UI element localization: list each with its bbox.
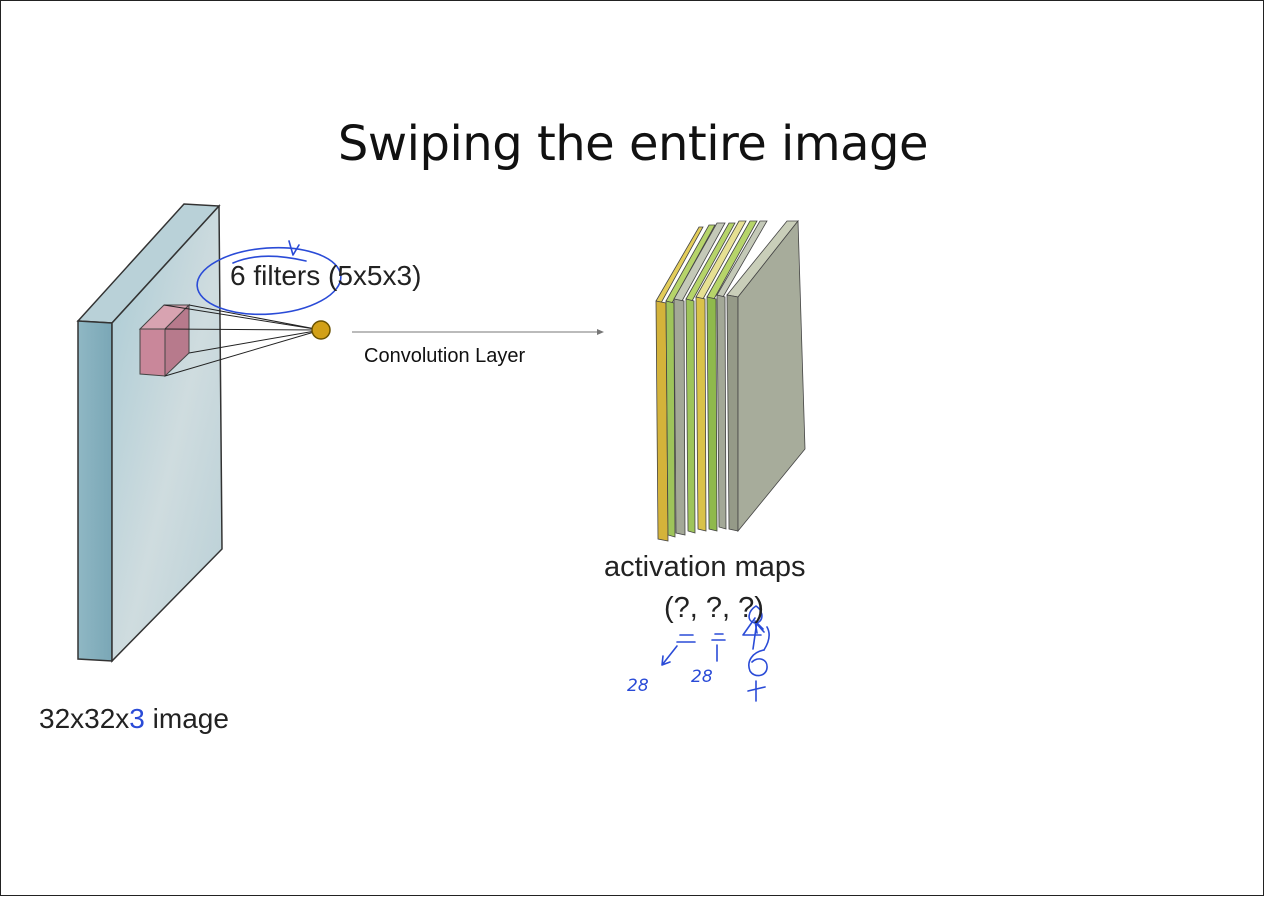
input-label-suffix: image xyxy=(144,703,229,734)
handwritten-annotations xyxy=(196,240,770,702)
activation-map xyxy=(706,220,758,532)
activation-map xyxy=(695,220,747,532)
receptive-field-lines xyxy=(163,304,322,377)
activation-map-front xyxy=(726,219,806,533)
convolution-layer-label: Convolution Layer xyxy=(364,345,526,367)
input-label-prefix: 32x32x xyxy=(39,703,130,734)
activation-maps xyxy=(655,219,806,542)
input-volume xyxy=(76,203,223,663)
check-annotation xyxy=(232,255,307,264)
activation-maps-label: activation maps xyxy=(604,551,806,583)
input-volume-side xyxy=(77,320,113,662)
handwritten-dim-2: 28 xyxy=(691,667,713,687)
activation-map xyxy=(716,220,768,530)
neuron-dot xyxy=(311,320,331,340)
activation-map xyxy=(673,222,726,536)
slide-title: Swiping the entire image xyxy=(337,116,929,172)
circle-annotation xyxy=(196,246,342,316)
filter-cube xyxy=(138,303,191,378)
filter-count-label: 6 filters (5x5x3) xyxy=(230,260,422,291)
activation-maps-dims: (?, ?, ?) xyxy=(664,592,764,624)
input-image-label: 32x32x3 image xyxy=(39,703,229,735)
handwritten-dim-1: 28 xyxy=(627,676,649,696)
right-arrow-icon xyxy=(352,329,604,335)
activation-map xyxy=(655,226,704,542)
activation-map xyxy=(685,222,736,534)
input-volume-front xyxy=(111,204,223,663)
input-label-channels: 3 xyxy=(129,703,145,734)
activation-map xyxy=(665,224,716,538)
